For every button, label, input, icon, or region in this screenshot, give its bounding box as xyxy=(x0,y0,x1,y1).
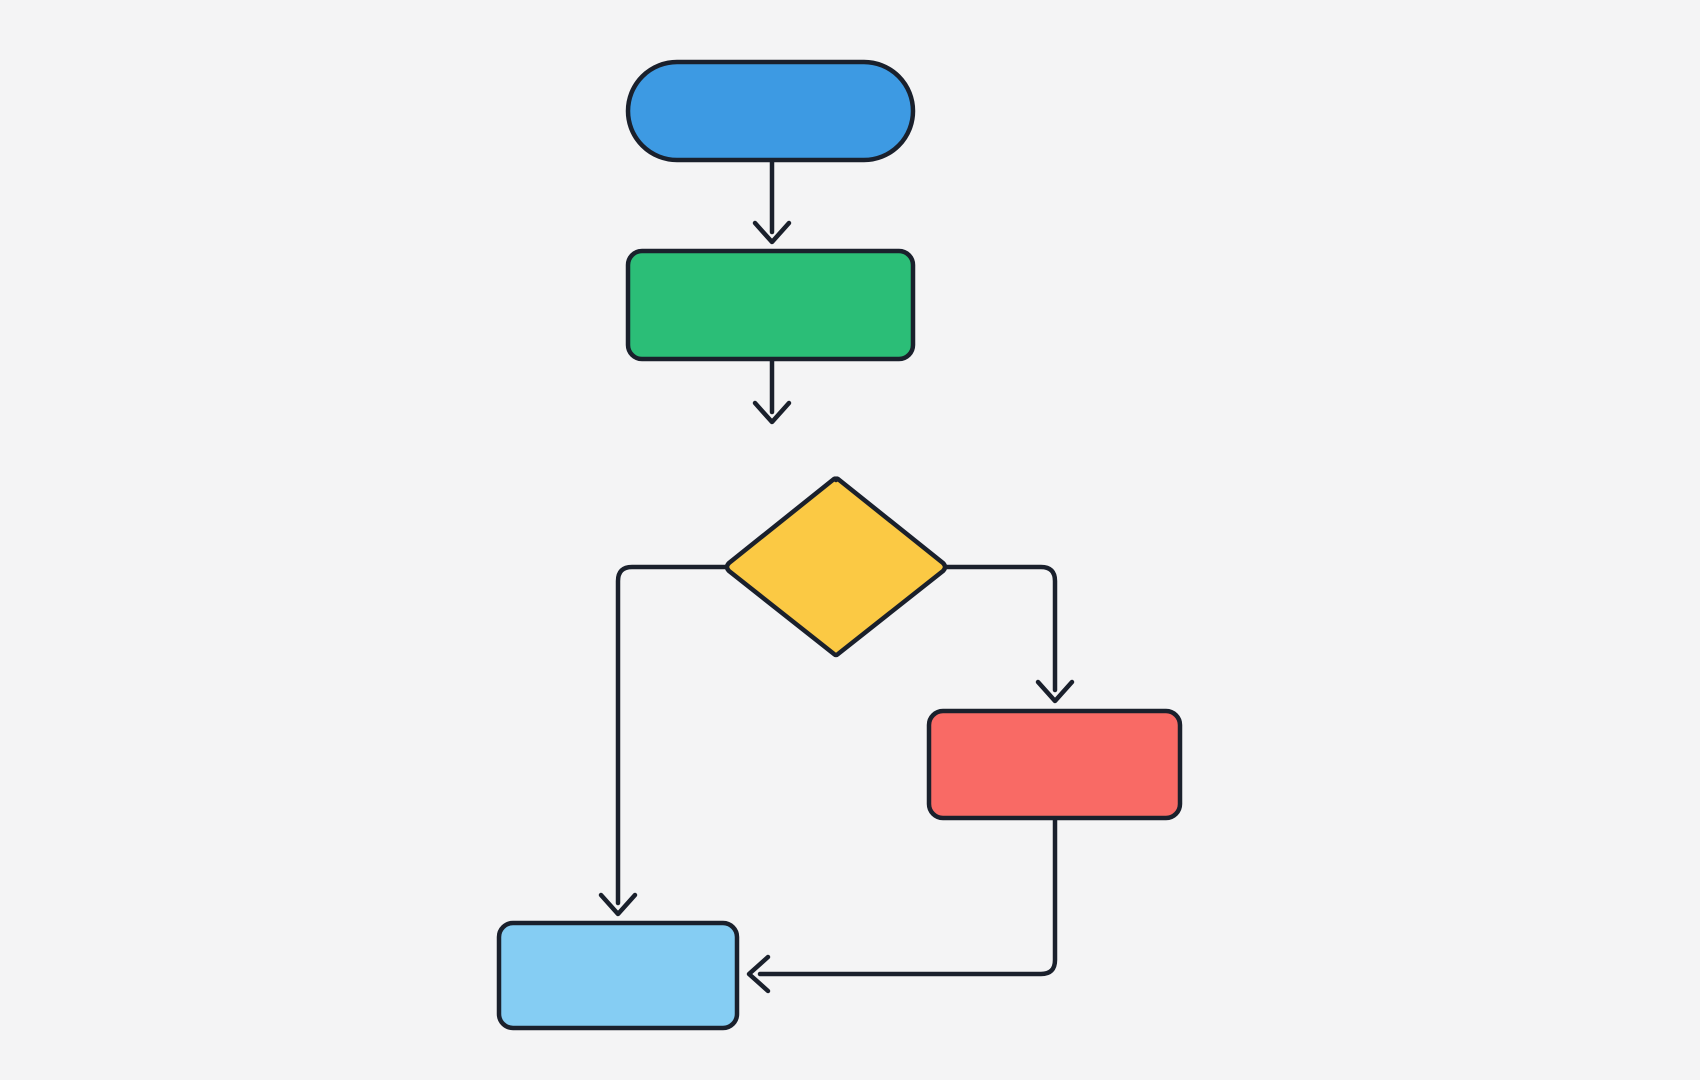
edge-process-to-decision-arrowhead xyxy=(752,400,792,425)
edge-start-to-process-arrowhead xyxy=(752,220,792,245)
edge-process-to-decision[interactable] xyxy=(752,357,792,425)
edge-decision-to-alternate[interactable] xyxy=(943,564,1075,704)
edge-layer xyxy=(598,158,1075,994)
edge-decision-to-alternate-line xyxy=(943,564,1058,693)
decision-node-shape xyxy=(724,476,948,658)
alternate-branch-node[interactable] xyxy=(926,708,1183,821)
edge-start-to-process[interactable] xyxy=(752,158,792,245)
process-node-shape xyxy=(625,248,916,362)
edge-decision-to-end-line xyxy=(615,564,730,906)
alternate-branch-node-shape xyxy=(926,708,1183,821)
edge-decision-to-end[interactable] xyxy=(598,564,730,917)
decision-node[interactable] xyxy=(724,476,948,658)
edge-decision-to-alternate-arrowhead xyxy=(1035,679,1075,704)
process-node[interactable] xyxy=(625,248,916,362)
edge-alternate-to-end[interactable] xyxy=(746,816,1058,994)
start-node[interactable] xyxy=(625,59,916,163)
edge-alternate-to-end-line xyxy=(757,816,1058,977)
end-node-shape xyxy=(496,920,740,1031)
start-node-shape xyxy=(625,59,916,163)
end-node[interactable] xyxy=(496,920,740,1031)
node-layer xyxy=(496,59,1183,1031)
edge-alternate-to-end-arrowhead xyxy=(746,954,771,994)
edge-decision-to-end-arrowhead xyxy=(598,892,638,917)
